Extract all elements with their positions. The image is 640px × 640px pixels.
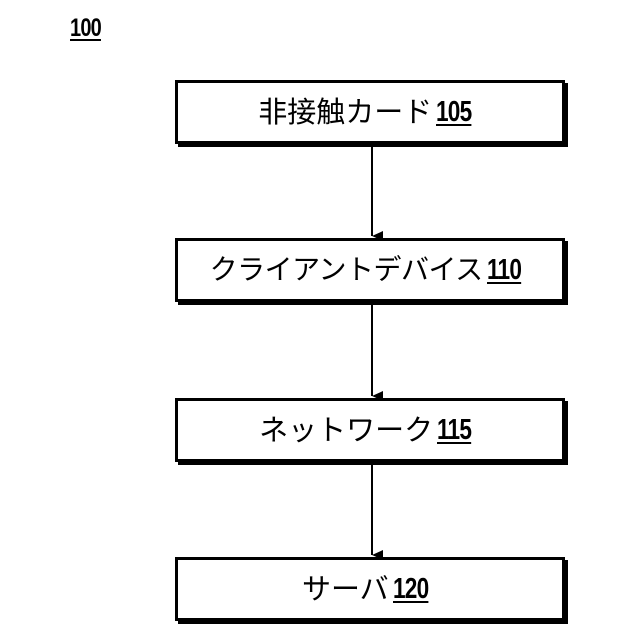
box-label: 非接触カード — [258, 98, 432, 127]
reference-number: 115 — [437, 414, 471, 447]
client-device-box: クライアントデバイス 110 — [175, 238, 565, 302]
box-label: クライアントデバイス — [210, 256, 483, 284]
box-label: サーバ — [302, 575, 389, 604]
reference-number: 120 — [393, 573, 428, 606]
reference-number: 110 — [487, 254, 521, 287]
server-box: サーバ 120 — [175, 557, 565, 621]
figure-label: 100 — [70, 14, 101, 43]
network-box: ネットワーク 115 — [175, 398, 565, 462]
contactless-card-box: 非接触カード 105 — [175, 80, 565, 144]
box-label: ネットワーク — [259, 416, 433, 445]
reference-number: 105 — [436, 96, 471, 129]
